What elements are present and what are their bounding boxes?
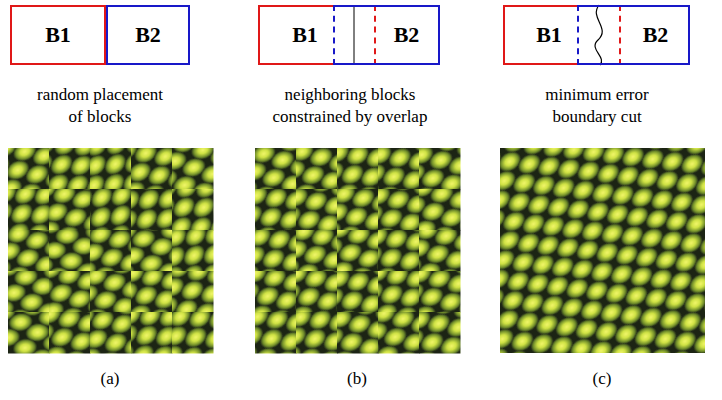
block-name: B1 — [536, 22, 562, 48]
block-seam — [354, 5, 355, 65]
texture-overlap — [190, 83, 532, 400]
block-name: B2 — [394, 22, 420, 48]
boundary-cut — [595, 5, 602, 65]
block-name: B1 — [45, 22, 71, 48]
block-box: B2 — [333, 5, 440, 65]
panel-letter: (b) — [327, 368, 387, 390]
block-name: B2 — [135, 22, 161, 48]
panel-letter: (a) — [80, 368, 140, 390]
panel-caption: minimum error boundary cut — [536, 84, 658, 128]
panel-caption: random placement of blocks — [33, 84, 167, 128]
panel-caption: neighboring blocks constrained by overla… — [264, 84, 436, 128]
block-box: B1 — [10, 5, 106, 65]
panel-letter: (c) — [572, 368, 632, 390]
block-name: B1 — [292, 22, 318, 48]
block-box: B1 — [503, 5, 621, 65]
block-box: B2 — [106, 5, 190, 65]
texture-quilted — [446, 93, 722, 400]
block-box: B2 — [577, 5, 690, 65]
block-box: B1 — [258, 5, 376, 65]
block-name: B2 — [643, 22, 669, 48]
